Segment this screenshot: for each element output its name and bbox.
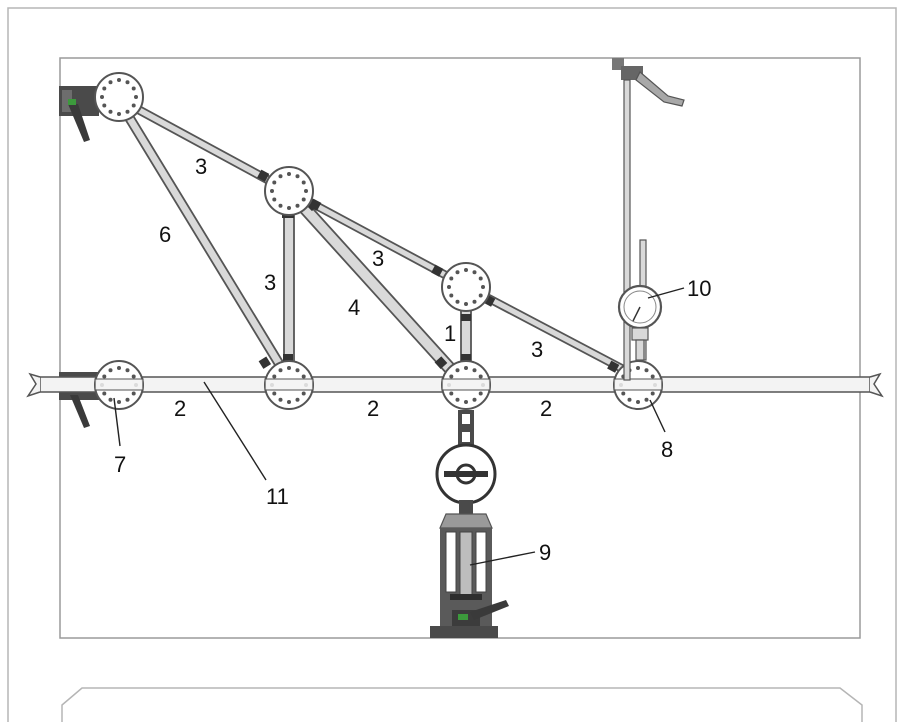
page-border	[7, 7, 897, 727]
bottom-panel	[61, 687, 863, 722]
label-member-3-right: 3	[531, 337, 543, 362]
disc-node-icon	[264, 166, 314, 216]
label-bar-11: 11	[266, 484, 289, 509]
label-member-3-top: 3	[195, 154, 207, 179]
leader-8	[649, 399, 666, 433]
label-bar-segment-2-right: 2	[540, 396, 552, 421]
label-member-3-mid: 3	[372, 246, 384, 271]
label-disc-node-8: 8	[661, 437, 673, 462]
label-member-1: 1	[444, 321, 456, 346]
disc-node-icon	[441, 262, 491, 312]
label-bar-segment-2-mid: 2	[367, 396, 379, 421]
label-support-clamp-7: 7	[114, 452, 126, 477]
label-bar-segment-2-left: 2	[174, 396, 186, 421]
labels: 3 6 3 3 4 1 3 10 2 2 2 7 8 11 9	[114, 154, 711, 565]
leader-11	[203, 381, 267, 481]
label-load-device-9: 9	[539, 540, 551, 565]
leader-7	[113, 397, 121, 447]
leader-10	[647, 287, 685, 299]
label-member-4: 4	[348, 295, 360, 320]
leader-lines	[113, 287, 685, 566]
disc-node-icon	[94, 72, 144, 122]
label-member-3-vertical: 3	[264, 270, 276, 295]
label-dial-gauge-10: 10	[687, 276, 711, 301]
label-member-6: 6	[159, 222, 171, 247]
leader-9	[469, 551, 536, 566]
clamp-icon	[59, 86, 99, 142]
member-4	[284, 188, 470, 388]
load-cell-icon	[435, 410, 497, 514]
bar-11-front	[94, 378, 663, 391]
member-vertical-left	[283, 191, 295, 379]
truss-members	[114, 94, 642, 388]
spindle-press-icon	[430, 513, 509, 638]
dial-gauge-icon	[612, 58, 685, 381]
